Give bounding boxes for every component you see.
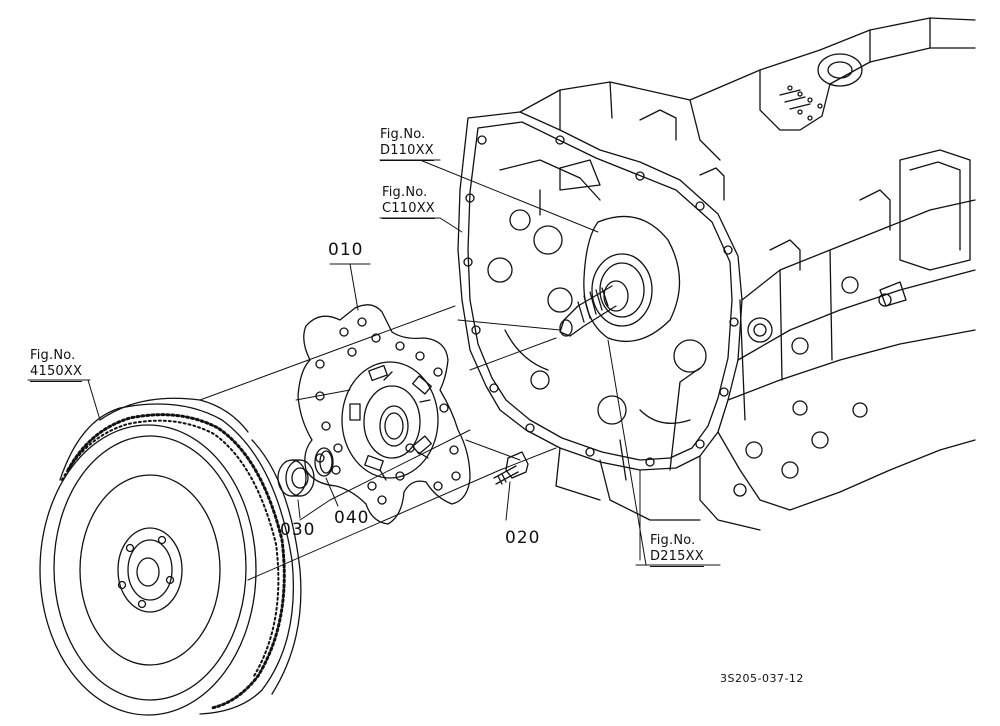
ref-4150-line1: Fig.No. [30, 348, 76, 363]
axis-lines [199, 305, 561, 581]
part-010: 010 [328, 240, 364, 260]
ref-d110-line2: D110XX [380, 143, 434, 161]
ref-d215-line1: Fig.No. [650, 533, 696, 548]
ref-d110: Fig.No. D110XX [380, 127, 434, 161]
drawing-code: 3S205-037-12 [720, 672, 804, 685]
flywheel [39, 397, 302, 716]
ref-d215: Fig.No. D215XX [650, 533, 704, 567]
bolt [493, 451, 529, 485]
transmission-housing [457, 17, 976, 531]
leader-lines [27, 159, 721, 566]
ref-c110-line2: C110XX [382, 201, 435, 219]
part-040: 040 [334, 508, 370, 528]
pilot-bearing [277, 459, 315, 497]
ref-d110-line1: Fig.No. [380, 127, 426, 142]
part-020: 020 [505, 528, 541, 548]
snap-ring [314, 447, 334, 477]
ref-c110-line1: Fig.No. [382, 185, 428, 200]
clutch-disc [297, 304, 471, 525]
ref-d215-line2: D215XX [650, 549, 704, 567]
part-030: 030 [280, 520, 316, 540]
ref-4150-line2: 4150XX [30, 364, 83, 382]
ref-c110: Fig.No. C110XX [382, 185, 435, 219]
ref-4150: Fig.No. 4150XX [30, 348, 83, 382]
